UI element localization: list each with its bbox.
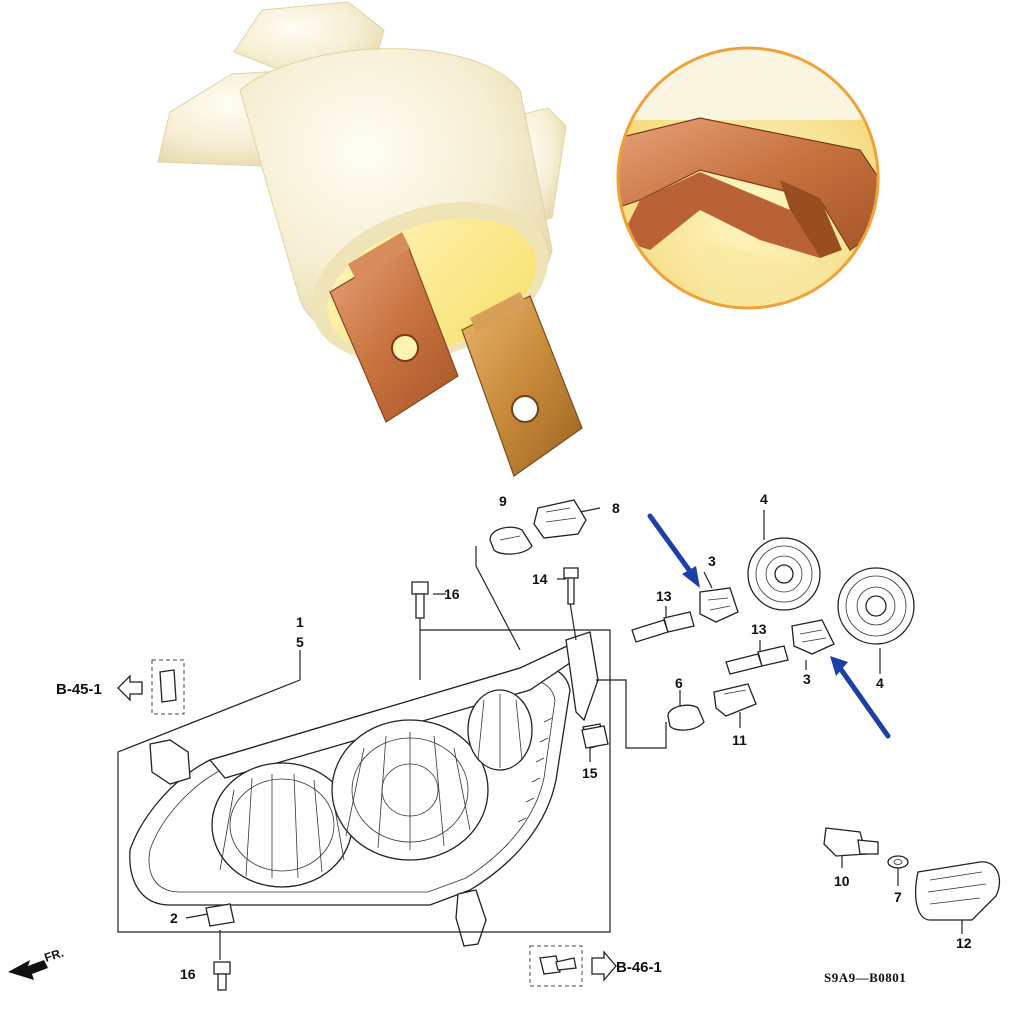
callout-3-upper: 3 — [708, 553, 716, 569]
part-bolt-bottom — [539, 955, 577, 975]
ref-label-left: B-45-1 — [56, 681, 102, 698]
part-4-dust-cap-upper — [747, 537, 821, 611]
callout-15: 15 — [582, 765, 598, 781]
bulb-socket-photo — [157, 1, 583, 477]
part-13-halogen-bulb-lower — [725, 645, 789, 675]
callout-4-lower: 4 — [876, 675, 884, 691]
headlight-assembly — [129, 631, 605, 947]
part-16-screw-bottom — [213, 961, 231, 991]
callout-7: 7 — [894, 889, 902, 905]
blue-arrow-lower — [830, 656, 891, 739]
part-16-screw-top — [411, 581, 429, 619]
callout-16-lower: 16 — [180, 966, 196, 982]
part-15-clip — [581, 725, 609, 749]
callout-13-upper: 13 — [656, 588, 672, 604]
callout-labels: 1 5 2 3 3 4 4 6 7 8 9 10 11 12 13 13 14 … — [170, 491, 972, 982]
callout-3-lower: 3 — [803, 671, 811, 687]
part-14-screw — [563, 567, 579, 605]
diagram-code: S9A9—B0801 — [824, 970, 906, 985]
part-3-bulb-socket-upper — [699, 587, 739, 623]
callout-13-lower: 13 — [751, 621, 767, 637]
part-11-socket — [713, 683, 757, 717]
part-clip-left — [159, 669, 177, 703]
part-9-wedge-bulb — [489, 526, 533, 555]
callout-11: 11 — [732, 732, 747, 748]
ref-arrow-left — [117, 674, 143, 702]
part-2-clip — [205, 903, 235, 927]
terminal-closeup-inset — [616, 46, 880, 310]
high-beam-reflector — [331, 719, 489, 861]
part-7-washer — [887, 855, 909, 869]
clip-detail-box-left — [151, 659, 185, 715]
part-13-halogen-bulb-upper — [631, 611, 695, 643]
part-8-socket — [533, 499, 587, 539]
part-12-side-marker — [915, 861, 1001, 921]
callout-16-upper: 16 — [444, 586, 460, 602]
part-3-bulb-socket-lower — [791, 619, 835, 655]
callout-10: 10 — [834, 873, 850, 889]
callout-2: 2 — [170, 910, 178, 926]
callout-1: 1 — [296, 614, 304, 630]
part-10-socket — [823, 827, 879, 857]
part-4-dust-cap-lower — [837, 567, 915, 645]
callout-4-upper: 4 — [760, 491, 768, 507]
front-label: FR. — [43, 946, 66, 965]
front-arrow-icon — [8, 960, 48, 980]
low-beam-reflector — [211, 762, 353, 888]
ref-label-right: B-46-1 — [616, 959, 662, 976]
side-reflector — [467, 689, 533, 771]
part-6-wedge-bulb — [667, 704, 705, 731]
callout-12: 12 — [956, 935, 972, 951]
blue-arrow-upper — [647, 513, 700, 588]
callout-14: 14 — [532, 571, 548, 587]
callout-6: 6 — [675, 675, 683, 691]
callout-8: 8 — [612, 500, 620, 516]
callout-5: 5 — [296, 634, 304, 650]
callout-9: 9 — [499, 493, 507, 509]
ref-arrow-right — [591, 950, 617, 982]
clip-detail-box-bottom — [529, 945, 583, 987]
